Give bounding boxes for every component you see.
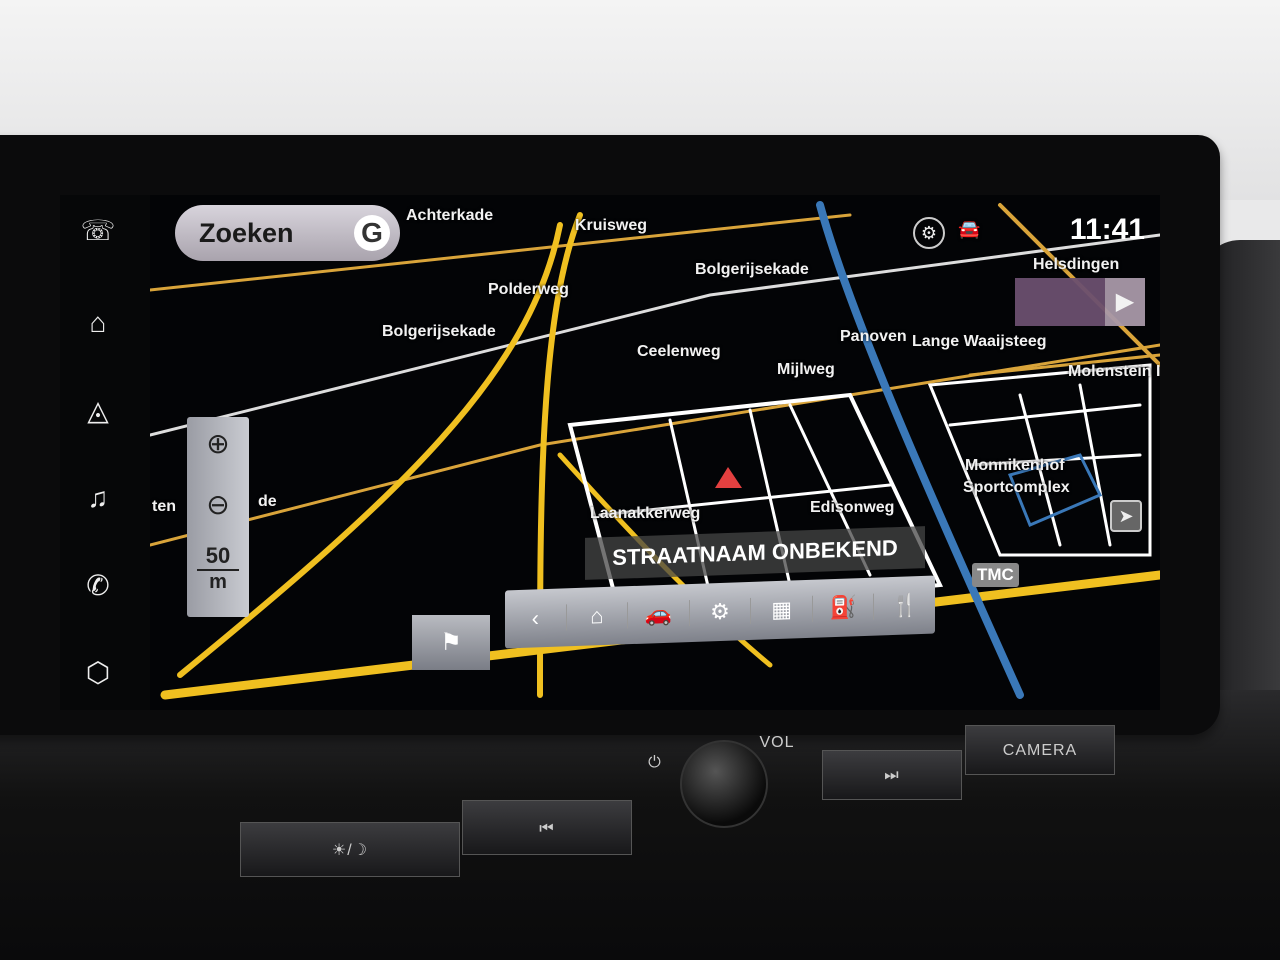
map-label: Helsdingen	[1033, 256, 1120, 273]
power-icon: ⏻	[648, 754, 662, 771]
camera-button[interactable]: CAMERA	[965, 725, 1115, 775]
collapse-toolbar-button[interactable]: ‹	[505, 604, 567, 633]
map-label: Monnikenhof	[965, 457, 1065, 474]
map-label: de	[258, 493, 277, 510]
play-icon[interactable]: ▶	[1105, 278, 1145, 326]
day-night-button[interactable]: ☀/☽	[240, 822, 460, 877]
zoom-out-button[interactable]: ⊖	[206, 489, 230, 520]
map-label: Polderweg	[488, 281, 569, 298]
fuel-station-button[interactable]: ⛽	[812, 593, 875, 622]
map-label: Bolgerijsekade	[382, 323, 496, 340]
map-label: Kruisweg	[575, 217, 648, 234]
map-label: Molenstein II	[1068, 363, 1160, 380]
restaurant-button[interactable]: 🍴	[891, 592, 919, 619]
map-label: Mijlweg	[777, 361, 835, 378]
sidebar: ☏ ⌂ ◬ ♫ ✆ ⬡	[60, 195, 150, 710]
map-label: Edisonweg	[810, 499, 895, 516]
google-logo-icon: G	[354, 215, 390, 251]
vol-label: VOL	[759, 734, 795, 751]
music-icon[interactable]: ♫	[87, 482, 109, 513]
settings-icon[interactable]: ⚙	[913, 217, 945, 249]
map-label: ten	[152, 498, 176, 515]
media-mini-player[interactable]: ▶	[1015, 278, 1145, 326]
scale-value: 50	[205, 543, 231, 568]
phone-icon[interactable]: ✆	[86, 570, 110, 601]
apps-icon[interactable]: ⬡	[85, 657, 111, 688]
map-view[interactable]: Zoeken G Achterkade Kruisweg Bolgerijsek…	[150, 195, 1160, 710]
previous-track-button[interactable]: ⏮	[462, 800, 632, 855]
volume-knob[interactable]	[680, 740, 768, 828]
car-service-button[interactable]: ⚙	[689, 597, 752, 627]
next-track-button[interactable]: ⏭	[822, 750, 962, 800]
traffic-button[interactable]: 🚗	[628, 600, 690, 629]
map-label: Lange Waaijsteeg	[912, 333, 1047, 350]
map-label: Laanakkerweg	[590, 505, 701, 522]
map-label: Panoven	[840, 328, 907, 345]
zoom-in-button[interactable]: ⊕	[206, 428, 230, 459]
map-label: Ceelenweg	[637, 343, 721, 360]
car-icon[interactable]: 🚘	[958, 219, 981, 239]
map-label: Achterkade	[406, 207, 494, 224]
search-button[interactable]: Zoeken G	[175, 205, 400, 261]
vehicle-position-marker	[715, 467, 742, 488]
clock: 11:41	[1069, 213, 1145, 246]
home-work-button[interactable]: ⌂	[566, 602, 629, 631]
map-label: Sportcomplex	[963, 479, 1070, 496]
destination-search-button[interactable]: ⚑	[412, 615, 490, 670]
tmc-badge[interactable]: TMC	[972, 563, 1019, 587]
map-label: Bolgerijsekade	[695, 261, 809, 278]
zoom-control: ⊕ ⊖ 50 m	[187, 417, 249, 617]
compass-icon[interactable]: ➤	[1110, 500, 1142, 532]
hotel-button[interactable]: ▦	[751, 595, 813, 624]
navigation-icon[interactable]: ◬	[87, 395, 109, 426]
scale-unit: m	[197, 569, 239, 594]
search-label: Zoeken	[199, 217, 294, 248]
home-icon[interactable]: ⌂	[89, 307, 107, 338]
voice-assistant-icon[interactable]: ☏	[80, 215, 116, 246]
